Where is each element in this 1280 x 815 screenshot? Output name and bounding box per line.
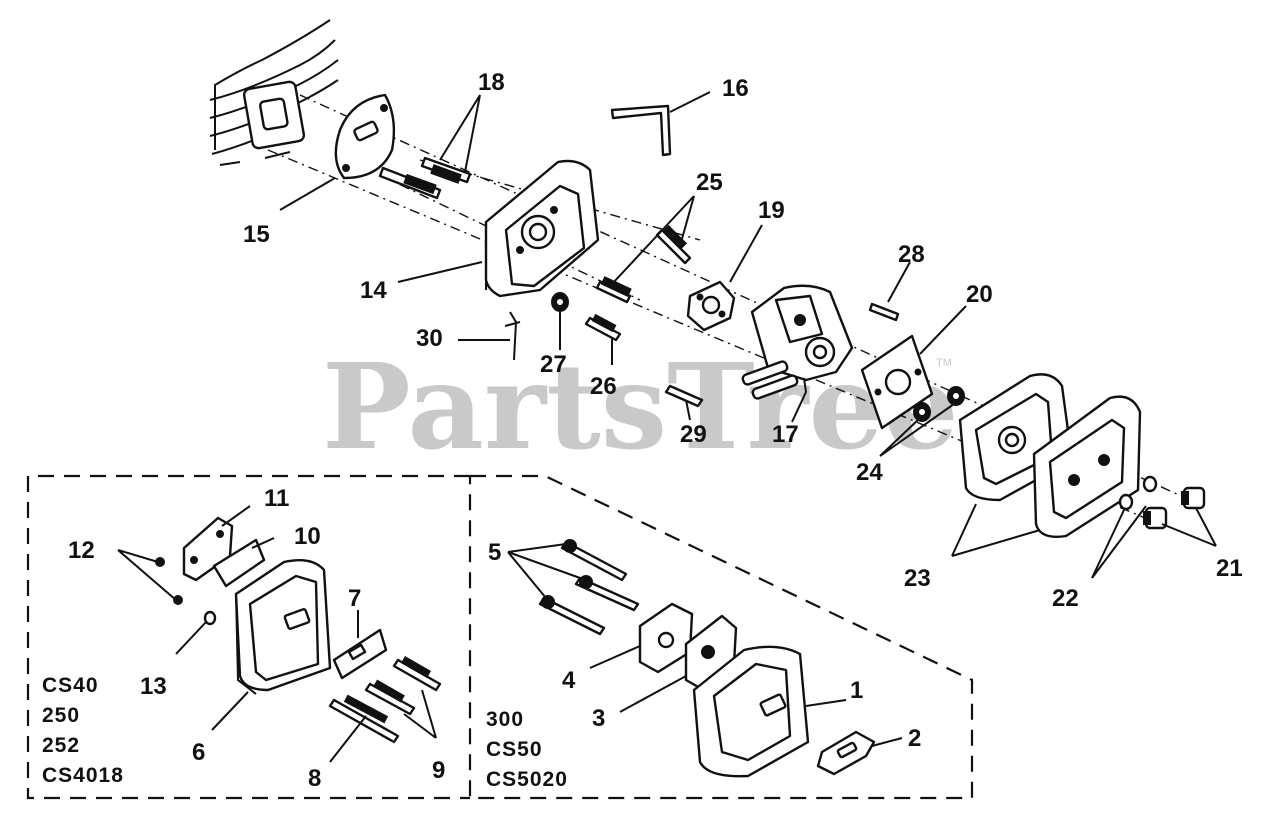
part-23-filter-cover bbox=[1032, 395, 1142, 538]
leader-lines-right-inset bbox=[507, 543, 903, 747]
watermark-text: PartsTree bbox=[322, 337, 959, 476]
part-8-screws bbox=[328, 694, 400, 744]
part-2-gasket bbox=[816, 730, 876, 776]
model-left-3: 252 bbox=[42, 734, 80, 757]
callout-9: 9 bbox=[432, 757, 445, 784]
model-right-3: CS5020 bbox=[486, 768, 568, 791]
leader-lines-left-inset bbox=[117, 505, 437, 763]
part-10-gasket bbox=[212, 538, 266, 588]
leader-lines-main bbox=[279, 91, 1217, 579]
watermark-trademark: TM bbox=[936, 357, 952, 369]
part-18-bolts bbox=[378, 156, 472, 200]
callout-19: 19 bbox=[758, 197, 785, 224]
part-19-gasket bbox=[686, 280, 736, 332]
callout-23: 23 bbox=[904, 565, 931, 592]
model-left-2: 250 bbox=[42, 704, 80, 727]
callout-18: 18 bbox=[478, 69, 505, 96]
part-27-nut bbox=[551, 292, 569, 312]
part-14-intake-housing bbox=[484, 159, 600, 298]
callout-26: 26 bbox=[590, 373, 617, 400]
inset-boxes bbox=[26, 474, 974, 800]
callout-16: 16 bbox=[722, 75, 749, 102]
model-left-4: CS4018 bbox=[42, 764, 124, 787]
callout-8: 8 bbox=[308, 765, 321, 792]
callout-27: 27 bbox=[540, 351, 567, 378]
callout-17: 17 bbox=[772, 421, 799, 448]
part-22-washers bbox=[1118, 475, 1158, 511]
callout-22: 22 bbox=[1052, 585, 1079, 612]
part-9-screws bbox=[364, 656, 442, 716]
part-25-screws bbox=[595, 224, 692, 304]
part-16-wrench bbox=[610, 104, 672, 157]
part-1-muffler bbox=[692, 645, 810, 778]
callout-29: 29 bbox=[680, 421, 707, 448]
model-left-1: CS40 bbox=[42, 674, 99, 697]
model-right-2: CS50 bbox=[486, 738, 543, 761]
callout-30: 30 bbox=[416, 325, 443, 352]
callout-14: 14 bbox=[360, 277, 387, 304]
part-7-gasket bbox=[332, 628, 388, 680]
part-13-washer bbox=[203, 610, 217, 626]
part-26-screw bbox=[584, 313, 622, 342]
part-28-pin bbox=[868, 302, 900, 322]
callout-28: 28 bbox=[898, 241, 925, 268]
callout-21: 21 bbox=[1216, 555, 1243, 582]
part-12-screws bbox=[155, 557, 183, 605]
model-list-right: 300 CS50 CS5020 bbox=[486, 708, 568, 791]
callout-10: 10 bbox=[294, 523, 321, 550]
part-29-pin bbox=[664, 384, 704, 408]
callout-11: 11 bbox=[264, 485, 289, 512]
part-6-muffler bbox=[234, 559, 332, 695]
callout-6: 6 bbox=[192, 739, 205, 766]
callout-15: 15 bbox=[243, 221, 270, 248]
callout-5: 5 bbox=[488, 539, 501, 566]
callout-4: 4 bbox=[562, 667, 576, 694]
callout-1: 1 bbox=[850, 677, 863, 704]
callout-12: 12 bbox=[68, 537, 95, 564]
model-right-1: 300 bbox=[486, 708, 524, 731]
part-4-gasket bbox=[638, 602, 694, 674]
part-17-carburetor bbox=[741, 284, 854, 400]
callout-2: 2 bbox=[908, 725, 921, 752]
part-5-screws bbox=[538, 539, 640, 636]
part-30-wire bbox=[504, 311, 521, 361]
engine-cylinder-drawing bbox=[209, 19, 339, 166]
callout-20: 20 bbox=[966, 281, 993, 308]
callout-25: 25 bbox=[696, 169, 723, 196]
model-list-left: CS40 250 252 CS4018 bbox=[42, 674, 124, 787]
part-21-knobs bbox=[1143, 486, 1206, 530]
callout-13: 13 bbox=[140, 673, 167, 700]
callout-3: 3 bbox=[592, 705, 605, 732]
part-24-nuts bbox=[913, 386, 965, 422]
callout-24: 24 bbox=[856, 459, 883, 486]
callout-labels: 15 18 16 25 19 14 28 20 30 27 26 29 17 2… bbox=[68, 69, 1243, 792]
callout-7: 7 bbox=[348, 585, 361, 612]
part-15-gasket bbox=[334, 93, 396, 180]
part-20-gasket bbox=[860, 334, 934, 430]
